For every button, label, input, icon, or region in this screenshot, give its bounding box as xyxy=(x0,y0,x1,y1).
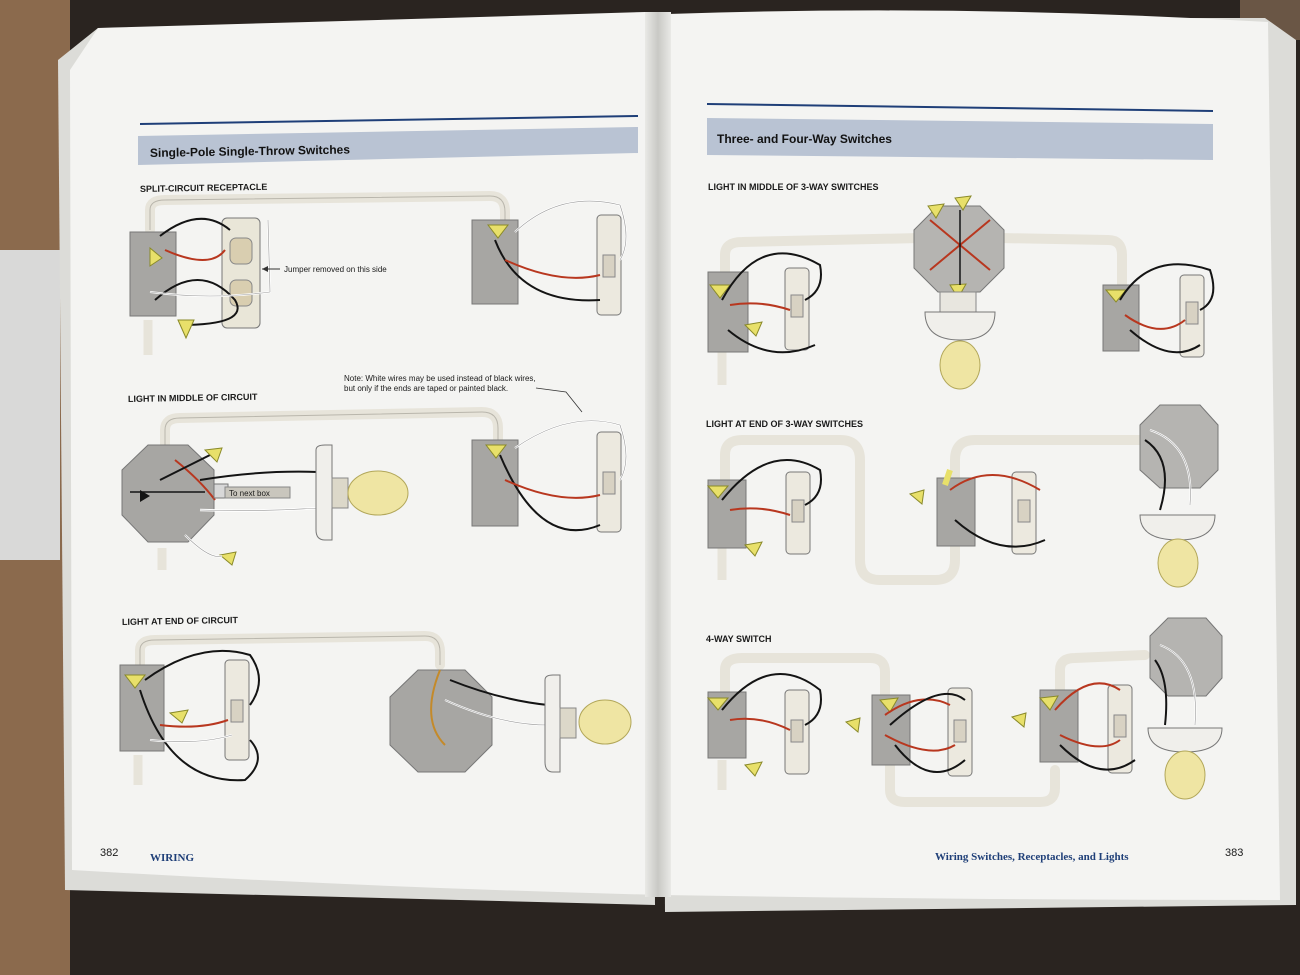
octagon-light-box xyxy=(121,444,215,543)
octagon-light-box xyxy=(913,205,1005,293)
receptacle-outlet-bottom xyxy=(229,279,253,307)
octagon-light-box xyxy=(389,669,493,773)
diagram-title-3way-middle: LIGHT IN MIDDLE OF 3-WAY SWITCHES xyxy=(708,182,879,192)
left-section-title: Single-Pole Single-Throw Switches xyxy=(150,143,351,160)
3way-light-end-diagram xyxy=(706,404,1219,588)
note-leader-line xyxy=(535,387,583,413)
switch-toggle xyxy=(602,254,616,278)
left-page-number: 382 xyxy=(100,847,118,859)
light-bulb xyxy=(1164,750,1206,800)
right-section-title: Three- and Four-Way Switches xyxy=(717,132,892,146)
callout-jumper-removed: Jumper removed on this side xyxy=(284,265,387,274)
lamp-holder xyxy=(924,311,996,341)
to-next-box-cable xyxy=(224,486,291,499)
right-page xyxy=(662,10,1280,900)
switch-box xyxy=(129,231,177,317)
lamp-holder xyxy=(544,674,561,773)
light-bulb xyxy=(939,340,981,390)
note-white-wires-line2: but only if the ends are taped or painte… xyxy=(344,384,508,393)
right-header-rule xyxy=(706,103,1214,112)
hot-wire xyxy=(159,217,231,237)
receptacle xyxy=(221,217,261,329)
split-circuit-diagram: Jumper removed on this side xyxy=(129,190,627,355)
4way-switch-diagram xyxy=(706,617,1223,807)
octagon-light-box xyxy=(1149,617,1223,697)
diagram-title-light-middle: LIGHT IN MIDDLE OF CIRCUIT xyxy=(128,392,258,404)
right-section-banner xyxy=(707,118,1213,160)
switch-box xyxy=(936,477,976,547)
red-wire xyxy=(164,249,226,261)
diagram-title-split-circuit: SPLIT-CIRCUIT RECEPTACLE xyxy=(140,182,267,194)
light-bulb xyxy=(347,470,409,516)
light-middle-diagram: To next box xyxy=(121,406,627,570)
wire-nut xyxy=(177,319,195,340)
book-spine xyxy=(645,12,671,897)
3way-light-middle-diagram xyxy=(707,195,1215,390)
left-running-head: WIRING xyxy=(150,852,194,864)
light-end-diagram xyxy=(119,630,632,785)
right-running-head: Wiring Switches, Receptacles, and Lights xyxy=(935,851,1129,863)
white-shelf xyxy=(0,250,60,560)
right-page-number: 383 xyxy=(1225,847,1243,859)
diagram-title-4way: 4-WAY SWITCH xyxy=(706,634,772,644)
receptacle-outlet-top xyxy=(229,237,253,265)
diagram-title-light-end: LIGHT AT END OF CIRCUIT xyxy=(122,615,239,627)
left-section-banner xyxy=(138,127,638,165)
note-white-wires-line1: Note: White wires may be used instead of… xyxy=(344,374,536,383)
diagram-title-3way-end: LIGHT AT END OF 3-WAY SWITCHES xyxy=(706,419,863,429)
callout-to-next-box: To next box xyxy=(229,489,270,498)
light-bulb xyxy=(1157,538,1199,588)
lamp-holder xyxy=(315,444,333,541)
octagon-light-box xyxy=(1139,404,1219,489)
left-header-rule xyxy=(139,115,639,125)
light-bulb xyxy=(578,699,632,745)
